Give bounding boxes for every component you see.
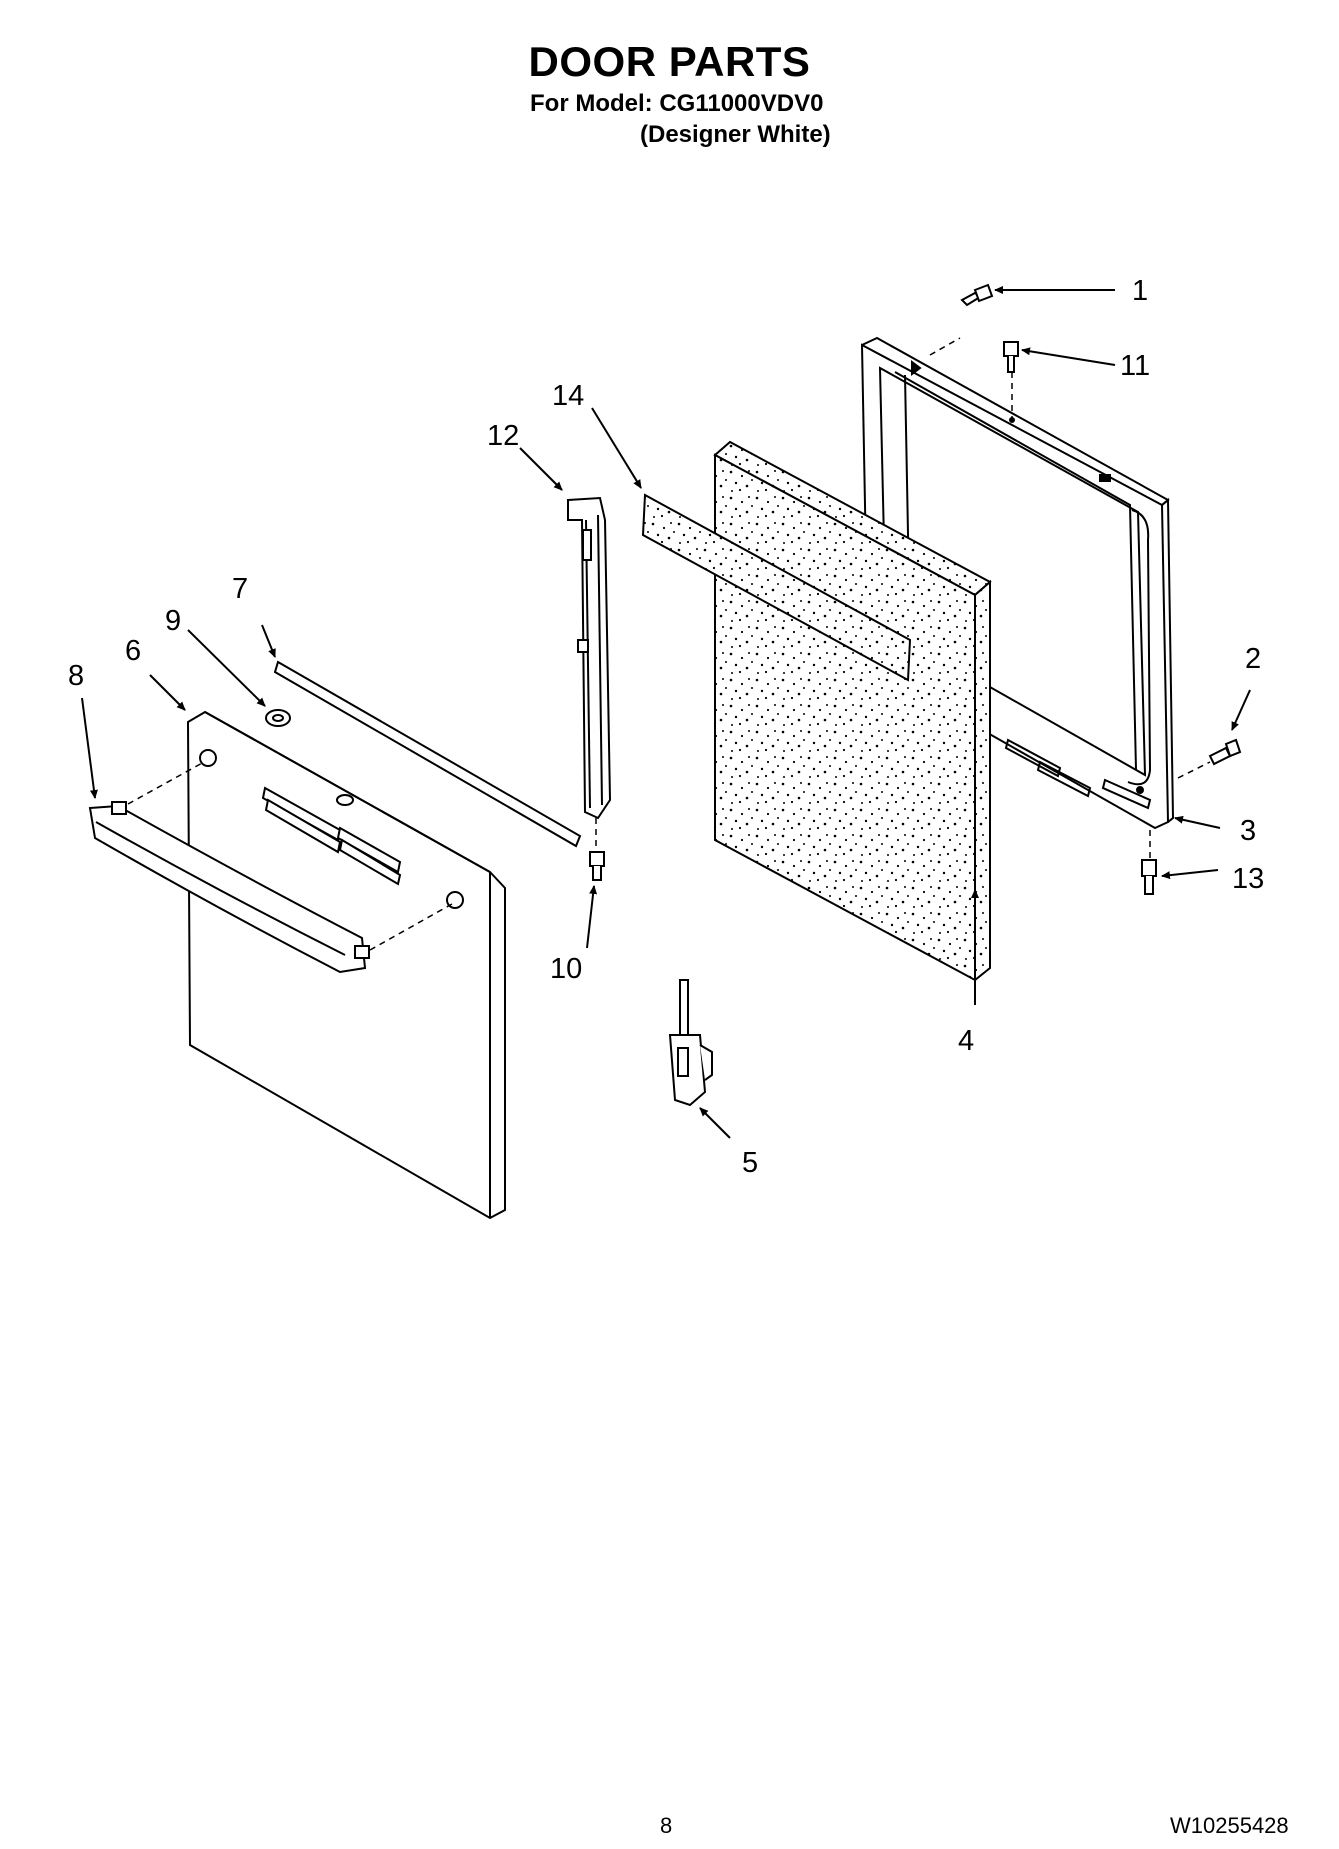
callout-3: 3 [1240, 815, 1256, 847]
callout-9: 9 [165, 605, 181, 637]
callout-14: 14 [552, 380, 584, 412]
screw-13-icon [1141, 859, 1157, 895]
door-latch [668, 979, 713, 1107]
document-id: W10255428 [1170, 1813, 1289, 1838]
side-trim [567, 496, 612, 820]
callout-11: 11 [1120, 350, 1150, 382]
page-number: 8 [660, 1813, 673, 1838]
callout-labels: 1 2 3 4 5 6 7 8 9 10 11 12 13 14 [68, 275, 1264, 1179]
callout-6: 6 [125, 635, 141, 667]
callout-8: 8 [68, 660, 84, 692]
callout-7: 7 [232, 573, 248, 605]
screw-11-icon [1003, 341, 1019, 373]
page-title: DOOR PARTS [528, 38, 811, 85]
callout-2: 2 [1245, 643, 1261, 675]
screw-2-icon [1208, 738, 1242, 766]
grommet-icon [265, 709, 291, 727]
callout-leaders [81, 286, 1251, 1139]
callout-4: 4 [958, 1025, 974, 1057]
model-line: For Model: CG11000VDV0 [530, 90, 824, 117]
callout-12: 12 [487, 420, 519, 452]
finish-line: (Designer White) [640, 121, 831, 148]
screw-10-icon [589, 851, 605, 881]
door-handle [88, 801, 370, 974]
callout-5: 5 [742, 1147, 758, 1179]
foam-strip [641, 493, 912, 682]
screw-1-icon [960, 283, 994, 307]
assembly-dashed-lines [127, 337, 1211, 951]
callout-1: 1 [1132, 275, 1148, 307]
door-gasket-strip [273, 660, 582, 848]
callout-10: 10 [550, 953, 582, 985]
callout-13: 13 [1232, 863, 1264, 895]
